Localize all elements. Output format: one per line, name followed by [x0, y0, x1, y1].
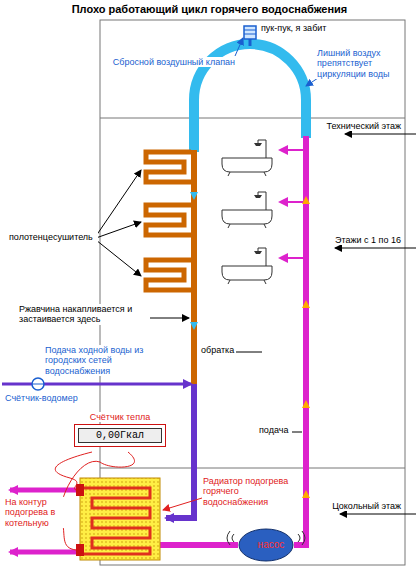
- drawing-part: [302, 531, 305, 545]
- valve-note: пук-пук, я забит: [260, 23, 340, 33]
- heat-exchanger: [76, 478, 160, 560]
- drawing-part: [190, 322, 198, 330]
- air-leader: [306, 78, 318, 86]
- drawing-part: [227, 531, 230, 545]
- tap-arrows: [280, 150, 303, 258]
- pump: насос: [238, 528, 304, 562]
- drawing-part: [32, 384, 44, 385]
- pump-label: насос: [238, 528, 304, 562]
- drawing-part: [222, 192, 272, 228]
- drawing-part: [222, 158, 272, 172]
- air-note: Лишний воздух препятствует циркуляции во…: [316, 48, 402, 79]
- drawing-part: [280, 149, 303, 151]
- drawing-part: [84, 488, 150, 554]
- meter-display: 0,00Гкал: [74, 424, 166, 447]
- drawing-part: [76, 544, 84, 556]
- drawing-part: [146, 152, 191, 182]
- floor-label: Цокольный этаж: [318, 501, 402, 511]
- dryer-leaders: [96, 170, 141, 276]
- drawing-part: [280, 201, 303, 203]
- drawing-part: [222, 140, 272, 176]
- drawing-part: [254, 251, 262, 254]
- drawing-part: [32, 378, 44, 390]
- towel-dryers: [146, 152, 191, 290]
- drawing-part: [96, 170, 141, 236]
- drawing-part: [340, 514, 416, 515]
- drawing-part: [228, 224, 230, 228]
- drawing-part: [228, 172, 230, 176]
- drawing-part: [254, 195, 262, 198]
- heat-meter: Счётчик тепла 0,00Гкал: [74, 412, 166, 447]
- rust-leader: [150, 318, 189, 319]
- drawing-part: [302, 400, 310, 408]
- drawing-part: [244, 30, 256, 31]
- pipe-label: подача: [258, 425, 292, 435]
- floor-label: Этажи с 1 по 16: [318, 235, 402, 245]
- drawing-part: [302, 196, 310, 204]
- drawing-part: [232, 534, 234, 542]
- rust-note: Ржавчина накапливается и застаивается зд…: [18, 304, 148, 325]
- drawing-part: [298, 534, 300, 542]
- drawing-part: [264, 224, 266, 228]
- drawing-part: [264, 280, 266, 284]
- air-valve: [244, 26, 256, 46]
- drawing-part: [254, 143, 262, 146]
- water-meter: [32, 378, 44, 390]
- part-label: полотенцесушитель: [8, 232, 98, 242]
- outlet-label: На контур подогрева в котельную: [4, 497, 74, 528]
- return-lower-pipe: [166, 384, 194, 518]
- drawing-part: [258, 248, 266, 266]
- drawing-part: [280, 257, 303, 259]
- drawing-part: [244, 34, 256, 35]
- return-label-line: [234, 352, 262, 353]
- riser-flow-arrows: [190, 192, 310, 498]
- drawing-part: [96, 240, 141, 276]
- meter-reading: 0,00Гкал: [78, 428, 162, 443]
- drawing-part: [258, 140, 266, 158]
- drawing-part: [302, 490, 310, 498]
- drawing-part: [190, 192, 198, 200]
- drawing-part: [345, 134, 416, 135]
- drawing-part: [80, 478, 160, 560]
- drawing-part: [222, 266, 272, 280]
- drawing-part: [10, 550, 76, 555]
- drawing-part: [258, 192, 266, 210]
- exchanger-label: Радиатор подогрева горячего водоснабжени…: [202, 476, 302, 507]
- diagram-title: Плохо работающий цикл горячего водоснабж…: [0, 3, 419, 15]
- drawing-part: [76, 484, 84, 496]
- floor-arrows: [335, 134, 416, 514]
- return-riser: [191, 150, 197, 386]
- drawing-part: [222, 210, 272, 224]
- drawing-part: [264, 172, 266, 176]
- meter-heading: Счётчик тепла: [74, 412, 166, 422]
- floor-label: Технический этаж: [318, 121, 402, 131]
- cold-water-label: Подача ходной воды из городских сетей во…: [44, 345, 176, 376]
- drawing-part: [100, 468, 405, 469]
- meter-label: Счётчик-водомер: [4, 393, 84, 403]
- drawing-part: [222, 248, 272, 284]
- supply-bottom-pipe: [160, 542, 238, 548]
- drawing-part: [302, 300, 310, 308]
- drawing-part: [146, 205, 191, 235]
- drawing-part: [96, 222, 141, 238]
- valve-label: Сбросной воздушный клапан: [104, 57, 236, 67]
- drawing-part: [228, 280, 230, 284]
- cold-water-pipe: [2, 383, 191, 386]
- drawing-part: [244, 26, 256, 39]
- pipe-label: обратка: [200, 345, 236, 355]
- drawing-part: [100, 118, 405, 119]
- bathtubs: [222, 140, 272, 284]
- drawing-part: [335, 248, 416, 249]
- drawing-part: [146, 260, 191, 290]
- exchanger-leader: [163, 498, 202, 510]
- valve-leader: [235, 38, 243, 56]
